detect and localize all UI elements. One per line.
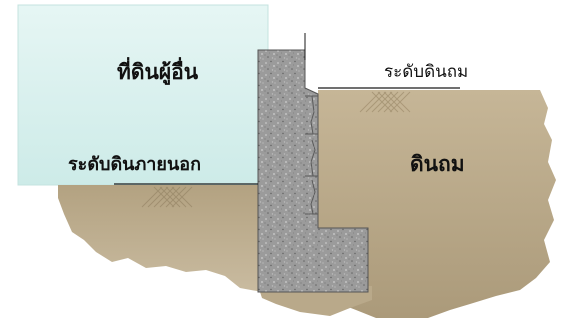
outside-soil-area — [58, 185, 262, 292]
retaining-wall — [257, 49, 369, 293]
fill-level-hatch — [359, 91, 411, 113]
wall-joints — [305, 95, 318, 215]
fill-soil-label: ดินถม — [410, 152, 465, 176]
outside-level-label: ระดับดินภายนอก — [68, 154, 201, 175]
neighbor-land-label: ที่ดินผู้อื่น — [117, 60, 199, 84]
outside-level-hatch — [141, 186, 193, 208]
fill-level-label: ระดับดินถม — [384, 62, 469, 82]
neighbor-land-area — [17, 4, 269, 186]
footing-soil — [258, 286, 372, 316]
fill-soil-area — [318, 90, 556, 318]
